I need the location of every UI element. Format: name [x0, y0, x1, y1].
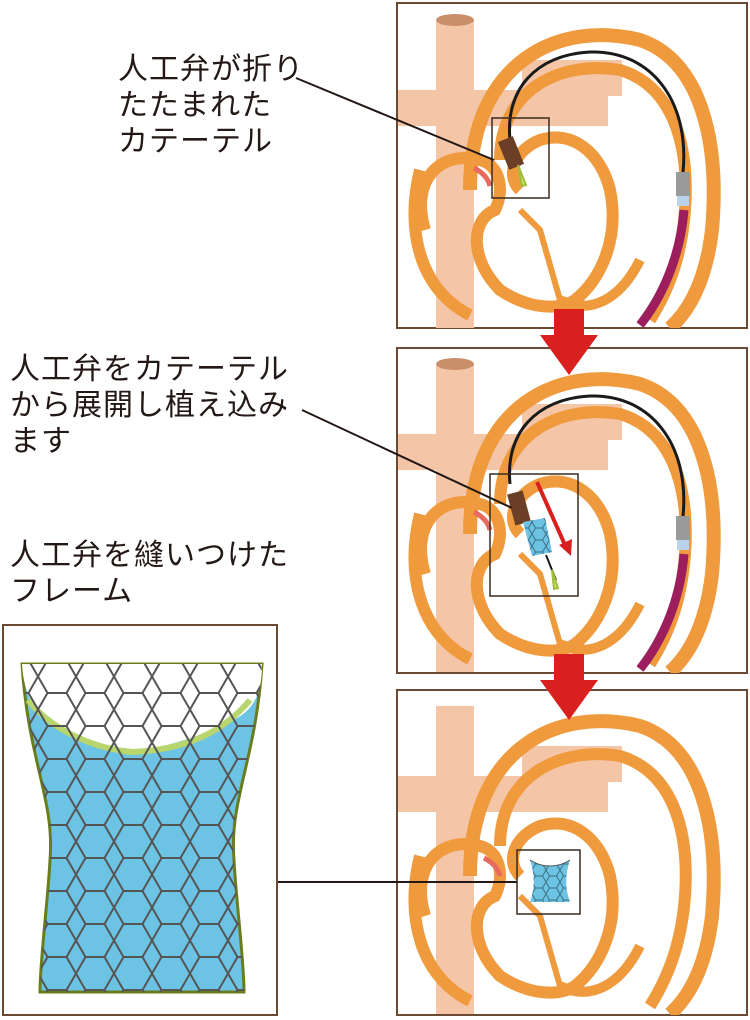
- heart-icon: [398, 358, 721, 673]
- leader-line-step1: [295, 77, 495, 161]
- label-folded-valve-catheter: 人工弁が折り たたまれた カテーテル: [118, 52, 304, 159]
- down-arrow-icon: [540, 309, 598, 375]
- leader-line-step2: [301, 409, 513, 509]
- heart-icon: [398, 14, 721, 328]
- label-deploy-valve: 人工弁をカテーテル から展開し植え込み ます: [10, 352, 289, 459]
- down-arrow-icon: [540, 654, 598, 720]
- label-valve-frame: 人工弁を縫いつけた フレーム: [10, 538, 289, 609]
- valve-frame-illustration: [20, 662, 264, 994]
- heart-icon: [398, 706, 721, 1015]
- catheter-icon: [676, 172, 690, 196]
